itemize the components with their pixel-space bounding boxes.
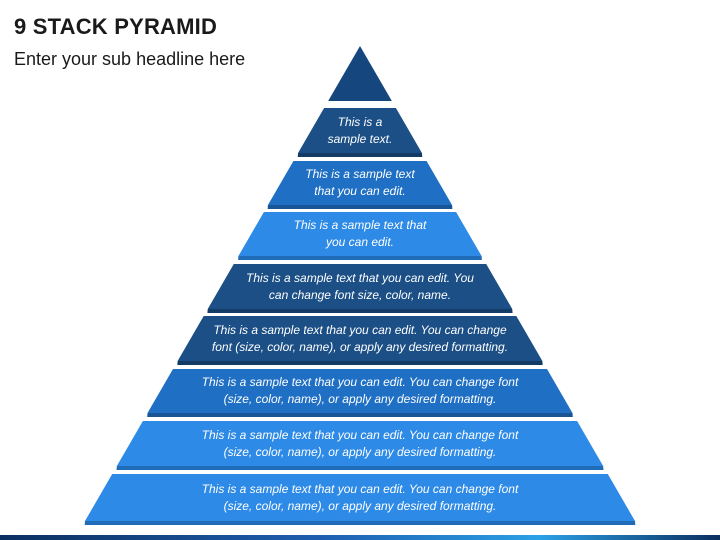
pyramid-layer-9 [85,474,635,521]
page-title: 9 STACK PYRAMID [14,14,218,39]
layer-text-line: you can edit. [325,235,395,249]
pyramid-layer-5 [207,264,513,309]
layer-text-line: This is a sample text that [293,218,427,232]
pyramid-layer-7 [147,369,573,413]
pyramid-layer-ledge [84,521,636,525]
pyramid-layer-ledge [297,153,423,157]
pyramid-layer-2 [298,108,422,153]
pyramid-layer-ledge [116,466,604,470]
layer-text-line: This is a sample text that you can edit.… [201,427,519,442]
pyramid-layer-text: This is a sample text that you can edit. [283,161,436,205]
pyramid-layer-text: This is a sample text that you can edit.… [163,369,557,413]
pyramid-layer-text: This is a sample text that you can edit.… [194,316,527,361]
pyramid-layer-8 [116,421,604,466]
pyramid-layer-6 [177,316,543,361]
layer-text-line: that you can edit. [314,184,406,198]
pyramid-layer-ledge [238,256,482,260]
layer-text-line: can change font size, color, name. [268,287,452,302]
pyramid-layer-text: This is a sample text. [314,108,406,153]
pyramid-layer-4 [238,212,482,256]
pyramid-layer-text: This is a sample text that you can edit.… [133,421,587,466]
pyramid-apex [328,46,392,101]
layer-text-line: (size, color, name), or apply any desire… [223,392,497,406]
pyramid-layer-3 [267,161,453,205]
layer-text-line: This is a sample text that you can edit.… [213,322,507,337]
layer-text-line: (size, color, name), or apply any desire… [223,498,497,513]
pyramid-layer-text: This is a sample text that you can edit.… [224,264,496,309]
pyramid-layer-ledge [267,205,453,209]
layer-text-line: sample text. [327,131,393,146]
layer-text-line: This is a [337,114,383,129]
pyramid-layer-ledge [147,413,573,417]
layer-text-line: This is a sample text that you can edit.… [246,270,474,285]
page-subtitle: Enter your sub headline here [14,49,246,69]
layer-text-line: This is a sample text that you can edit.… [201,481,519,496]
layer-text-line: This is a sample text that you can edit.… [201,375,519,389]
pyramid-layer-ledge [207,309,513,313]
pyramid-layer-text: This is a sample text that you can edit. [254,212,466,256]
bottom-accent-bar [0,535,720,540]
pyramid-layer-ledge [177,361,543,365]
layer-text-line: This is a sample text [305,167,415,181]
layer-text-line: font (size, color, name), or apply any d… [211,339,509,354]
layer-text-line: (size, color, name), or apply any desire… [223,444,497,459]
pyramid-layer-text: This is a sample text that you can edit.… [102,474,618,521]
